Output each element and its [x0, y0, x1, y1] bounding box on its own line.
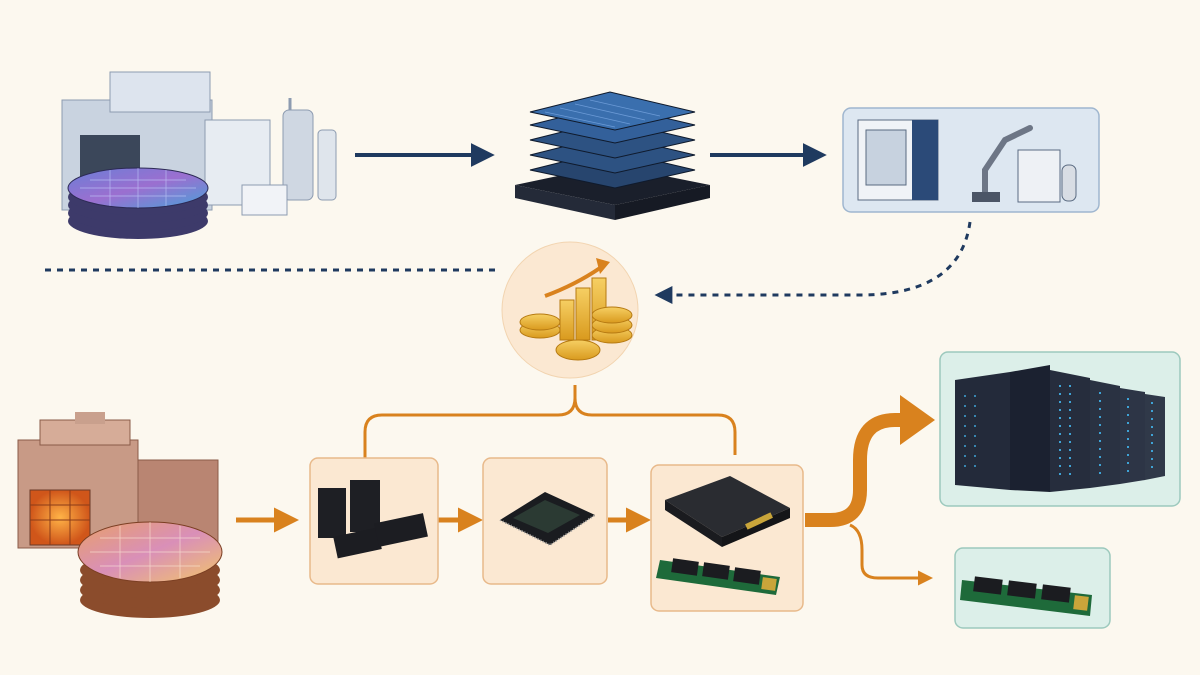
semiconductor-equipment-icon [842, 107, 1100, 213]
wafer-fab-icon [61, 71, 337, 239]
controller-chip-icon [482, 457, 608, 585]
ssd-icon [650, 464, 804, 612]
stacked-memory-icon [515, 91, 710, 220]
m2-ssd-icon [954, 547, 1111, 629]
funding-bracket [363, 385, 737, 458]
memory-chips-icon [309, 457, 439, 585]
flow-arrow-to-m2 [849, 523, 933, 586]
rising-coins-icon [501, 241, 639, 379]
server-rack-icon [939, 351, 1181, 507]
flow-arrow-to-data-center [805, 413, 905, 527]
dashed-connector-right [654, 221, 972, 304]
flow-arrowhead-data-center [900, 395, 935, 445]
memory-fab-icon [17, 412, 223, 618]
